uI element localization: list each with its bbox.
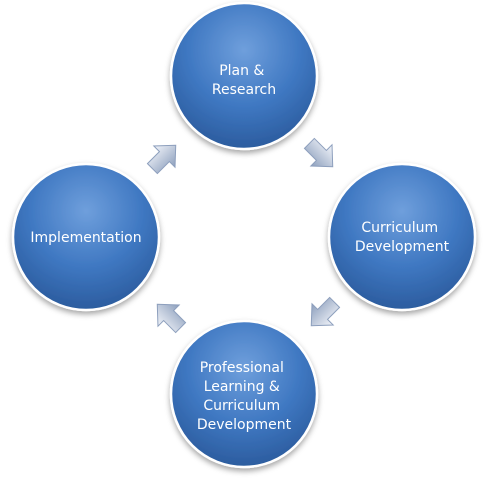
arrow-implementation-to-plan — [146, 144, 177, 175]
node-label-line: Curriculum — [361, 220, 438, 236]
node-plan-research: Plan & Research — [169, 1, 319, 151]
node-label-line: Learning & — [204, 379, 280, 395]
svg-text:Plan & Research: Plan & Research — [212, 63, 276, 98]
node-curriculum-development: Curriculum Development — [327, 162, 477, 312]
node-implementation: Implementation — [11, 162, 161, 312]
svg-text:Professional Learning &: Professional Learning & Curriculum Devel… — [197, 360, 292, 433]
node-label-line: Development — [355, 239, 450, 255]
node-label-line: Plan & — [219, 63, 264, 79]
svg-text:Curriculum Development: Curriculum Development — [355, 220, 450, 255]
node-label-line: Professional — [200, 360, 284, 376]
arrow-curriculum-to-professional — [310, 296, 341, 327]
node-label-line: Curriculum — [203, 398, 280, 414]
node-label-line: Development — [197, 417, 292, 433]
node-professional-learning: Professional Learning & Curriculum Devel… — [169, 319, 319, 469]
svg-text:Implementation: Implementation — [30, 230, 141, 246]
arrow-plan-to-curriculum — [303, 137, 334, 168]
arrow-professional-to-implementation — [156, 303, 187, 334]
node-label-line: Research — [212, 82, 276, 98]
node-label-line: Implementation — [30, 230, 141, 246]
